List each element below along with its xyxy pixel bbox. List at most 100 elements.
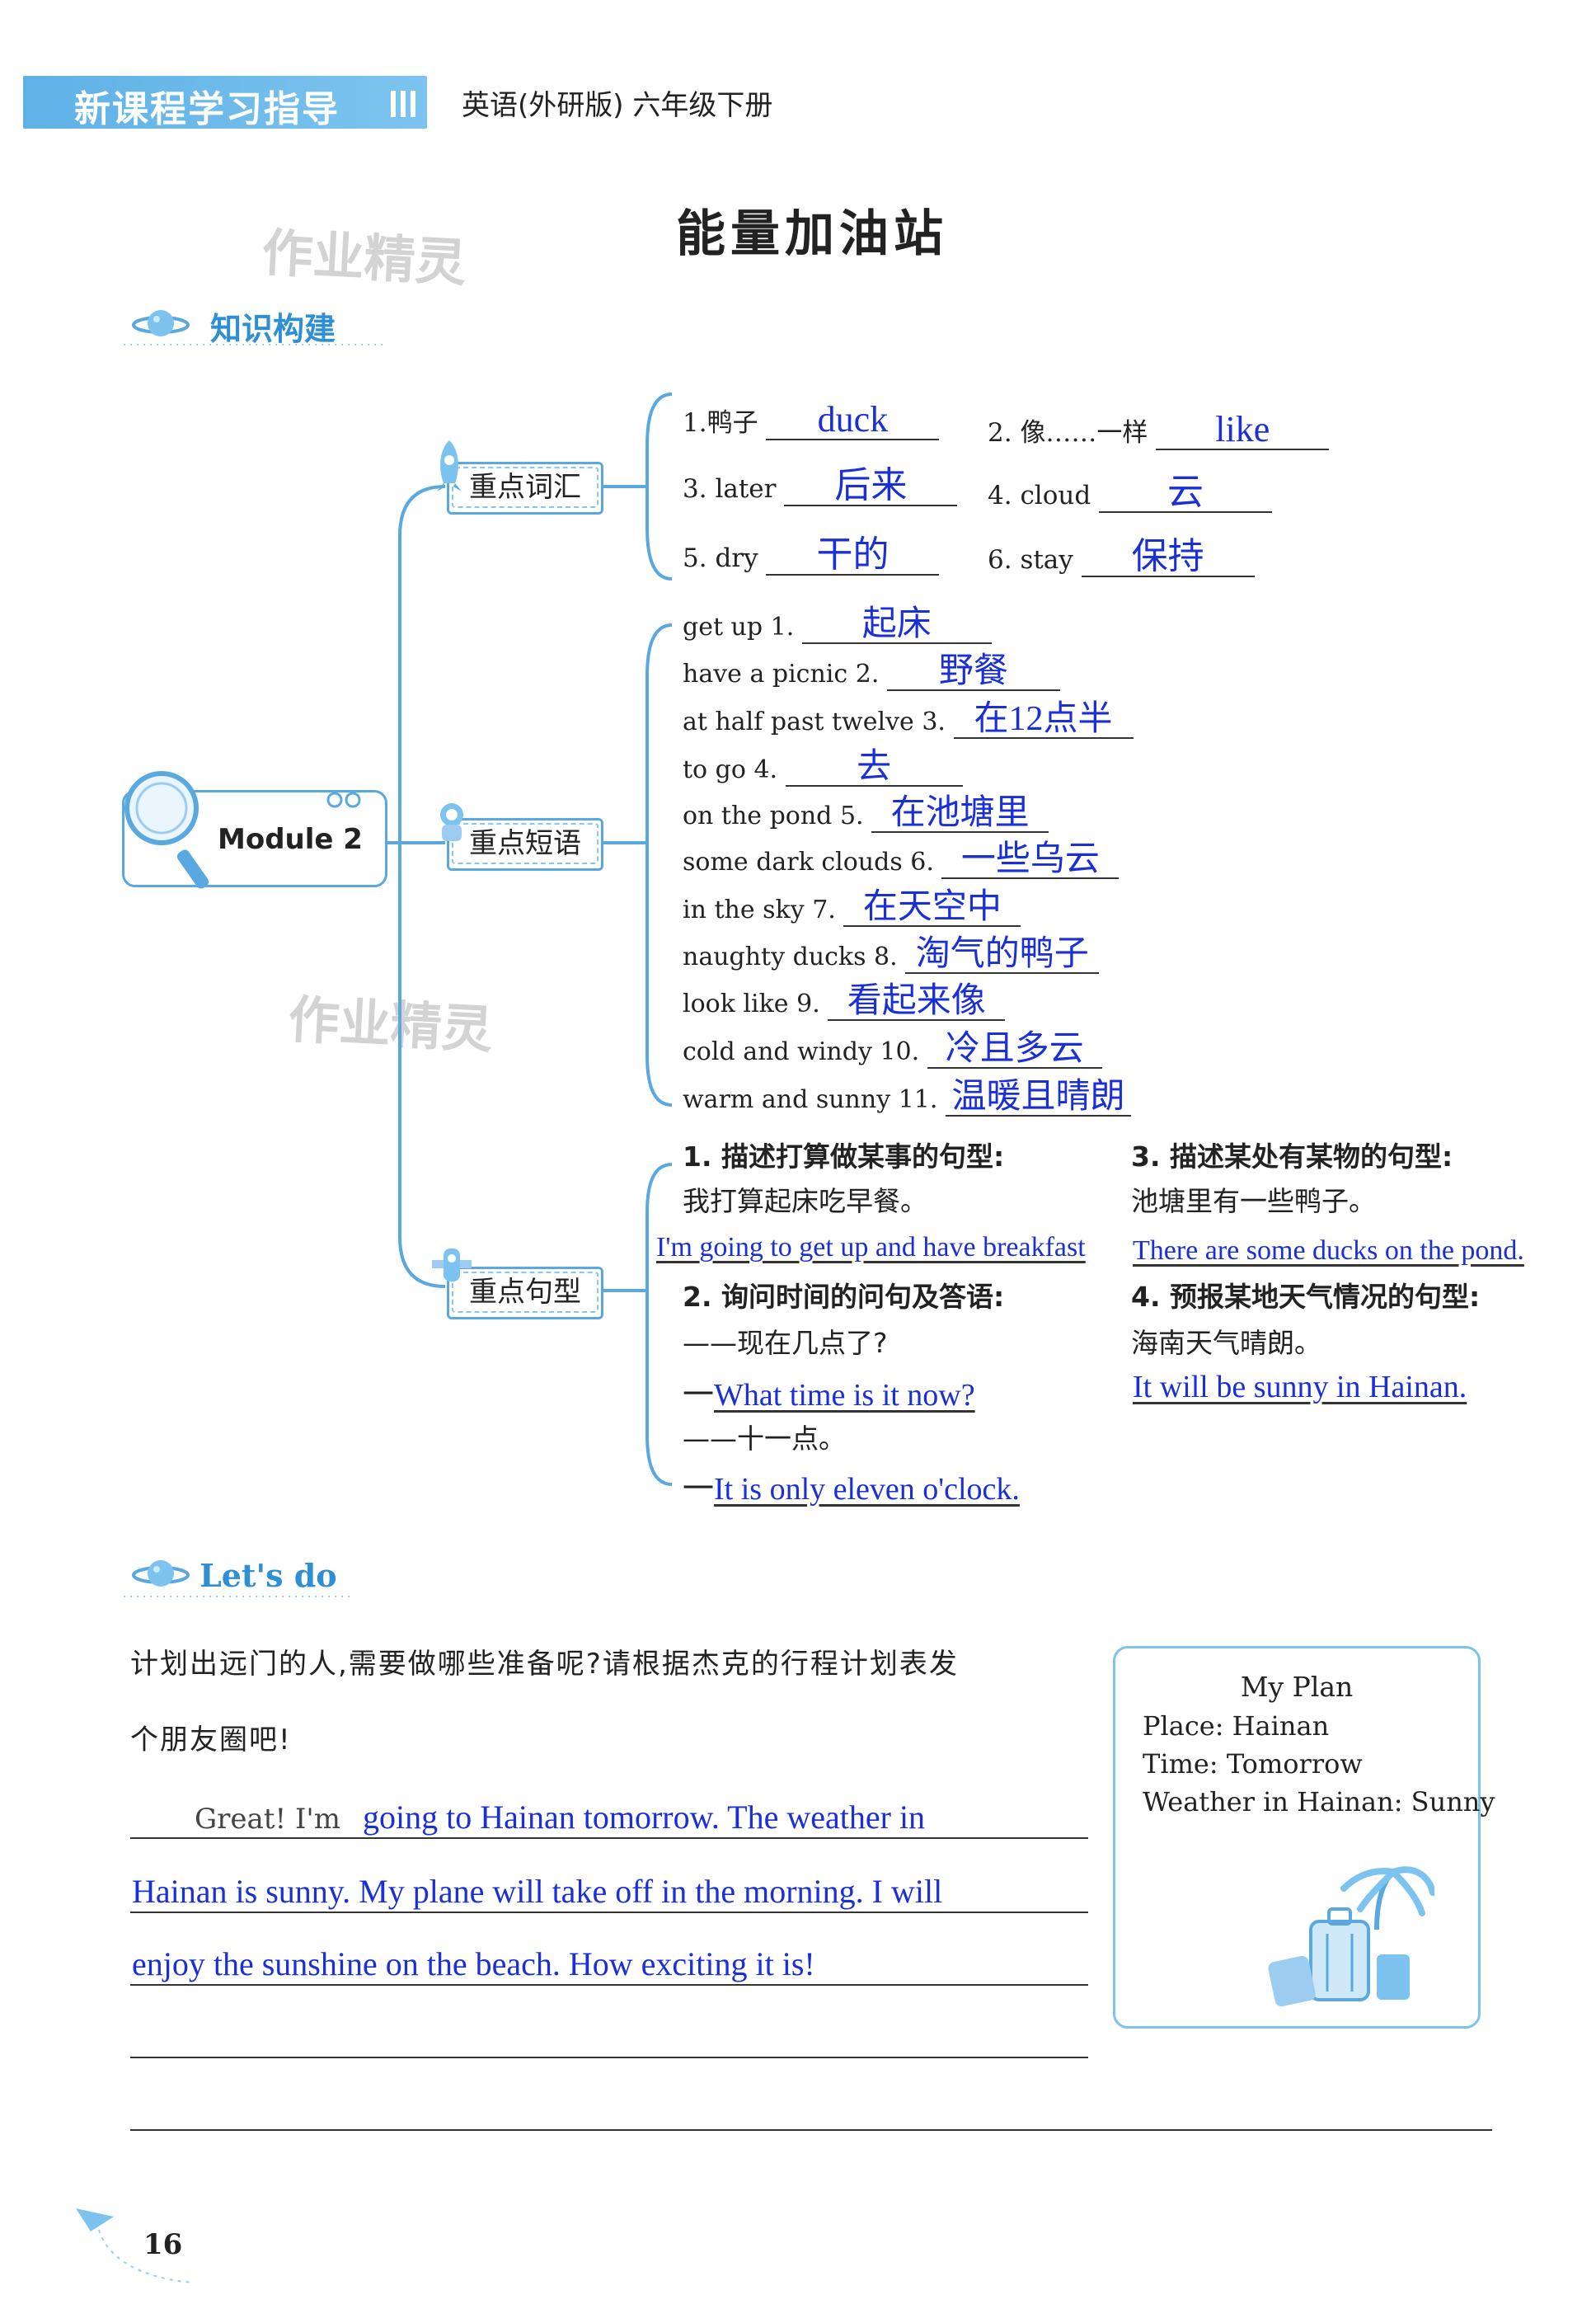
writing-line-5[interactable] xyxy=(130,2090,1492,2131)
phrase-answer-blank[interactable]: 淘气的鸭子 xyxy=(905,936,1099,974)
dotted-underline xyxy=(124,1590,354,1603)
phrase-answer-blank[interactable]: 冷且多云 xyxy=(927,1031,1102,1069)
vocab-prompt: dry xyxy=(715,543,758,573)
writing-line-3[interactable]: enjoy the sunshine on the beach. How exc… xyxy=(130,1944,1088,1986)
phrase-answer-blank[interactable]: 看起来像 xyxy=(828,983,1005,1021)
sentence-pattern-3-answer[interactable]: There are some ducks on the pond. xyxy=(1133,1235,1524,1267)
letsdo-instruction-line1: 计划出远门的人,需要做哪些准备呢?请根据杰克的行程计划表发 xyxy=(130,1641,959,1681)
phrase-prompt: some dark clouds xyxy=(683,848,903,877)
phrase-item: some dark clouds 6. 一些乌云 xyxy=(683,841,1119,879)
phrase-item: look like 9. 看起来像 xyxy=(683,983,1005,1021)
sentence-pattern-2-answer-answer[interactable]: It is only eleven o'clock. xyxy=(714,1472,1020,1507)
vocab-prompt: cloud xyxy=(1020,481,1091,510)
sentence-pattern-2-title: 2. 询问时间的问句及答语: xyxy=(683,1275,1004,1314)
section-heading-letsdo: Let's do xyxy=(200,1557,337,1594)
phrase-answer-blank[interactable]: 野餐 xyxy=(887,653,1060,691)
vocab-answer-blank[interactable]: 保持 xyxy=(1082,538,1255,577)
sentence-pattern-1-chinese: 我打算起床吃早餐。 xyxy=(683,1179,927,1219)
phrase-item: at half past twelve 3. 在12点半 xyxy=(683,701,1134,739)
sentence-pattern-4-chinese: 海南天气晴朗。 xyxy=(1131,1321,1321,1361)
phrase-answer-blank[interactable]: 一些乌云 xyxy=(941,841,1119,879)
vocab-num: 2. xyxy=(988,418,1012,448)
vocab-item: 6. stay 保持 xyxy=(988,538,1255,577)
phrase-item: naughty ducks 8. 淘气的鸭子 xyxy=(683,936,1099,974)
writing-line-4[interactable] xyxy=(130,2017,1088,2058)
sentence-pattern-4-title: 4. 预报某地天气情况的句型: xyxy=(1131,1275,1480,1314)
vocab-item: 4. cloud 云 xyxy=(988,473,1272,513)
phrase-answer-blank[interactable]: 在12点半 xyxy=(954,701,1134,739)
phrase-num: 8. xyxy=(874,943,898,971)
phrase-item: to go 4. 去 xyxy=(683,749,963,787)
phrase-answer-blank[interactable]: 去 xyxy=(786,749,963,787)
rocket-icon xyxy=(429,437,470,496)
sentence-pattern-2-question-chinese: ——现在几点了? xyxy=(683,1321,888,1361)
plan-weather: Weather in Hainan: Sunny xyxy=(1143,1786,1495,1817)
phrase-prompt: in the sky xyxy=(683,896,805,924)
phrase-prompt: have a picnic xyxy=(683,660,847,689)
phrase-answer-blank[interactable]: 起床 xyxy=(802,606,992,644)
vocab-answer-blank[interactable]: 干的 xyxy=(766,536,939,576)
phrase-answer-blank[interactable]: 在池塘里 xyxy=(871,795,1049,833)
phrase-num: 5. xyxy=(840,802,864,830)
letsdo-line3-answer: enjoy the sunshine on the beach. How exc… xyxy=(132,1944,815,1983)
letsdo-instruction-line2: 个朋友圈吧! xyxy=(130,1717,292,1757)
letsdo-line2-answer: Hainan is sunny. My plane will take off … xyxy=(132,1872,942,1911)
vocab-answer-blank[interactable]: 云 xyxy=(1099,473,1272,513)
vocab-prompt: stay xyxy=(1020,545,1073,575)
satellite-icon xyxy=(427,1242,476,1295)
plan-place: Place: Hainan xyxy=(1143,1710,1329,1742)
phrase-num: 10. xyxy=(880,1037,919,1066)
module-label: Module 2 xyxy=(218,823,363,856)
letsdo-prefix: Great! I'm xyxy=(195,1803,340,1836)
sentence-pattern-3-chinese: 池塘里有一些鸭子。 xyxy=(1131,1179,1376,1219)
sentence-pattern-2-answer-line: 一It is only eleven o'clock. xyxy=(683,1463,1020,1508)
phrase-num: 3. xyxy=(922,708,946,736)
phrase-item: cold and windy 10. 冷且多云 xyxy=(683,1031,1102,1069)
phrase-num: 7. xyxy=(812,896,836,924)
branch-vocab: 重点词汇 xyxy=(447,462,603,515)
phrase-item: on the pond 5. 在池塘里 xyxy=(683,795,1049,833)
vocab-answer-blank[interactable]: duck xyxy=(766,401,939,440)
phrase-item: have a picnic 2. 野餐 xyxy=(683,653,1060,691)
vocab-item: 5. dry 干的 xyxy=(683,536,939,576)
sentence-pattern-1-answer[interactable]: I'm going to get up and have breakfast xyxy=(656,1232,1086,1263)
phrase-num: 1. xyxy=(771,613,795,642)
letsdo-line1-answer: going to Hainan tomorrow. The weather in xyxy=(363,1798,925,1836)
writing-line-2[interactable]: Hainan is sunny. My plane will take off … xyxy=(130,1872,1088,1913)
phrase-answer-blank[interactable]: 温暖且晴朗 xyxy=(946,1079,1131,1117)
sentence-pattern-4-answer[interactable]: It will be sunny in Hainan. xyxy=(1133,1369,1467,1405)
phrase-prompt: get up xyxy=(683,613,763,642)
vocab-prompt: 像……一样 xyxy=(1020,418,1148,448)
phrase-item: get up 1. 起床 xyxy=(683,606,992,644)
sentence-pattern-2-question-line: 一What time is it now? xyxy=(683,1369,1044,1414)
vocab-num: 1. xyxy=(683,408,707,438)
vocab-num: 5. xyxy=(683,543,707,573)
page-number: 16 xyxy=(143,2228,182,2261)
vocab-num: 6. xyxy=(988,545,1012,575)
sentence-pattern-2-question-answer[interactable]: What time is it now? xyxy=(714,1377,1044,1413)
phrase-prompt: on the pond xyxy=(683,802,832,830)
phrase-item: warm and sunny 11. 温暖且晴朗 xyxy=(683,1079,1131,1117)
sentence-pattern-1-title: 1. 描述打算做某事的句型: xyxy=(683,1135,1004,1174)
vocab-prompt: later xyxy=(715,474,776,504)
phrase-answer-blank[interactable]: 在天空中 xyxy=(843,889,1021,927)
phrase-num: 9. xyxy=(796,990,820,1018)
magnifier-icon xyxy=(114,757,213,897)
phrase-num: 2. xyxy=(856,660,880,689)
phrase-prompt: look like xyxy=(683,990,789,1018)
plan-time: Time: Tomorrow xyxy=(1143,1748,1363,1780)
dash: 一 xyxy=(683,1470,714,1507)
phrase-num: 6. xyxy=(910,848,934,877)
sentence-pattern-3-title: 3. 描述某处有某物的句型: xyxy=(1131,1135,1453,1174)
phrase-item: in the sky 7. 在天空中 xyxy=(683,889,1021,927)
phrase-prompt: to go xyxy=(683,755,746,784)
travel-luggage-icon xyxy=(1253,1864,1434,2012)
vocab-answer-blank[interactable]: 后来 xyxy=(784,467,957,506)
astronaut-icon xyxy=(427,797,476,846)
plan-title: My Plan xyxy=(1113,1671,1481,1703)
vocab-num: 4. xyxy=(988,481,1012,510)
writing-line-1[interactable]: Great! I'm going to Hainan tomorrow. The… xyxy=(130,1798,1088,1839)
vocab-answer-blank[interactable]: like xyxy=(1156,411,1329,450)
vocab-item: 1.鸭子 duck xyxy=(683,401,939,440)
vocab-num: 3. xyxy=(683,474,707,504)
